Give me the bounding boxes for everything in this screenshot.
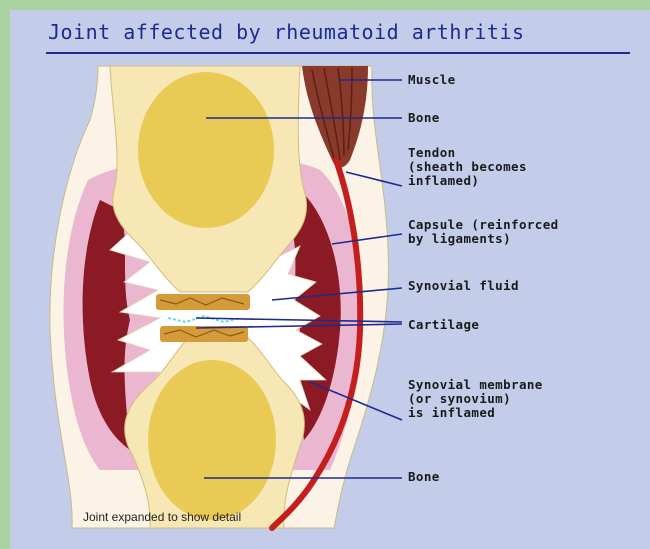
marrow-upper — [138, 72, 274, 228]
title-underline — [46, 52, 630, 54]
label-synovial-membrane: Synovial membrane (or synovium) is infla… — [408, 378, 543, 420]
label-muscle: Muscle — [408, 73, 456, 87]
marrow-lower — [148, 360, 276, 520]
label-bone-bottom: Bone — [408, 470, 440, 484]
label-bone-top: Bone — [408, 111, 440, 125]
diagram-caption: Joint expanded to show detail — [83, 510, 241, 524]
label-capsule: Capsule (reinforced by ligaments) — [408, 218, 559, 246]
label-synovial-fluid: Synovial fluid — [408, 279, 519, 293]
label-tendon: Tendon (sheath becomes inflamed) — [408, 146, 527, 188]
label-cartilage: Cartilage — [408, 318, 479, 332]
diagram-title: Joint affected by rheumatoid arthritis — [48, 20, 525, 44]
